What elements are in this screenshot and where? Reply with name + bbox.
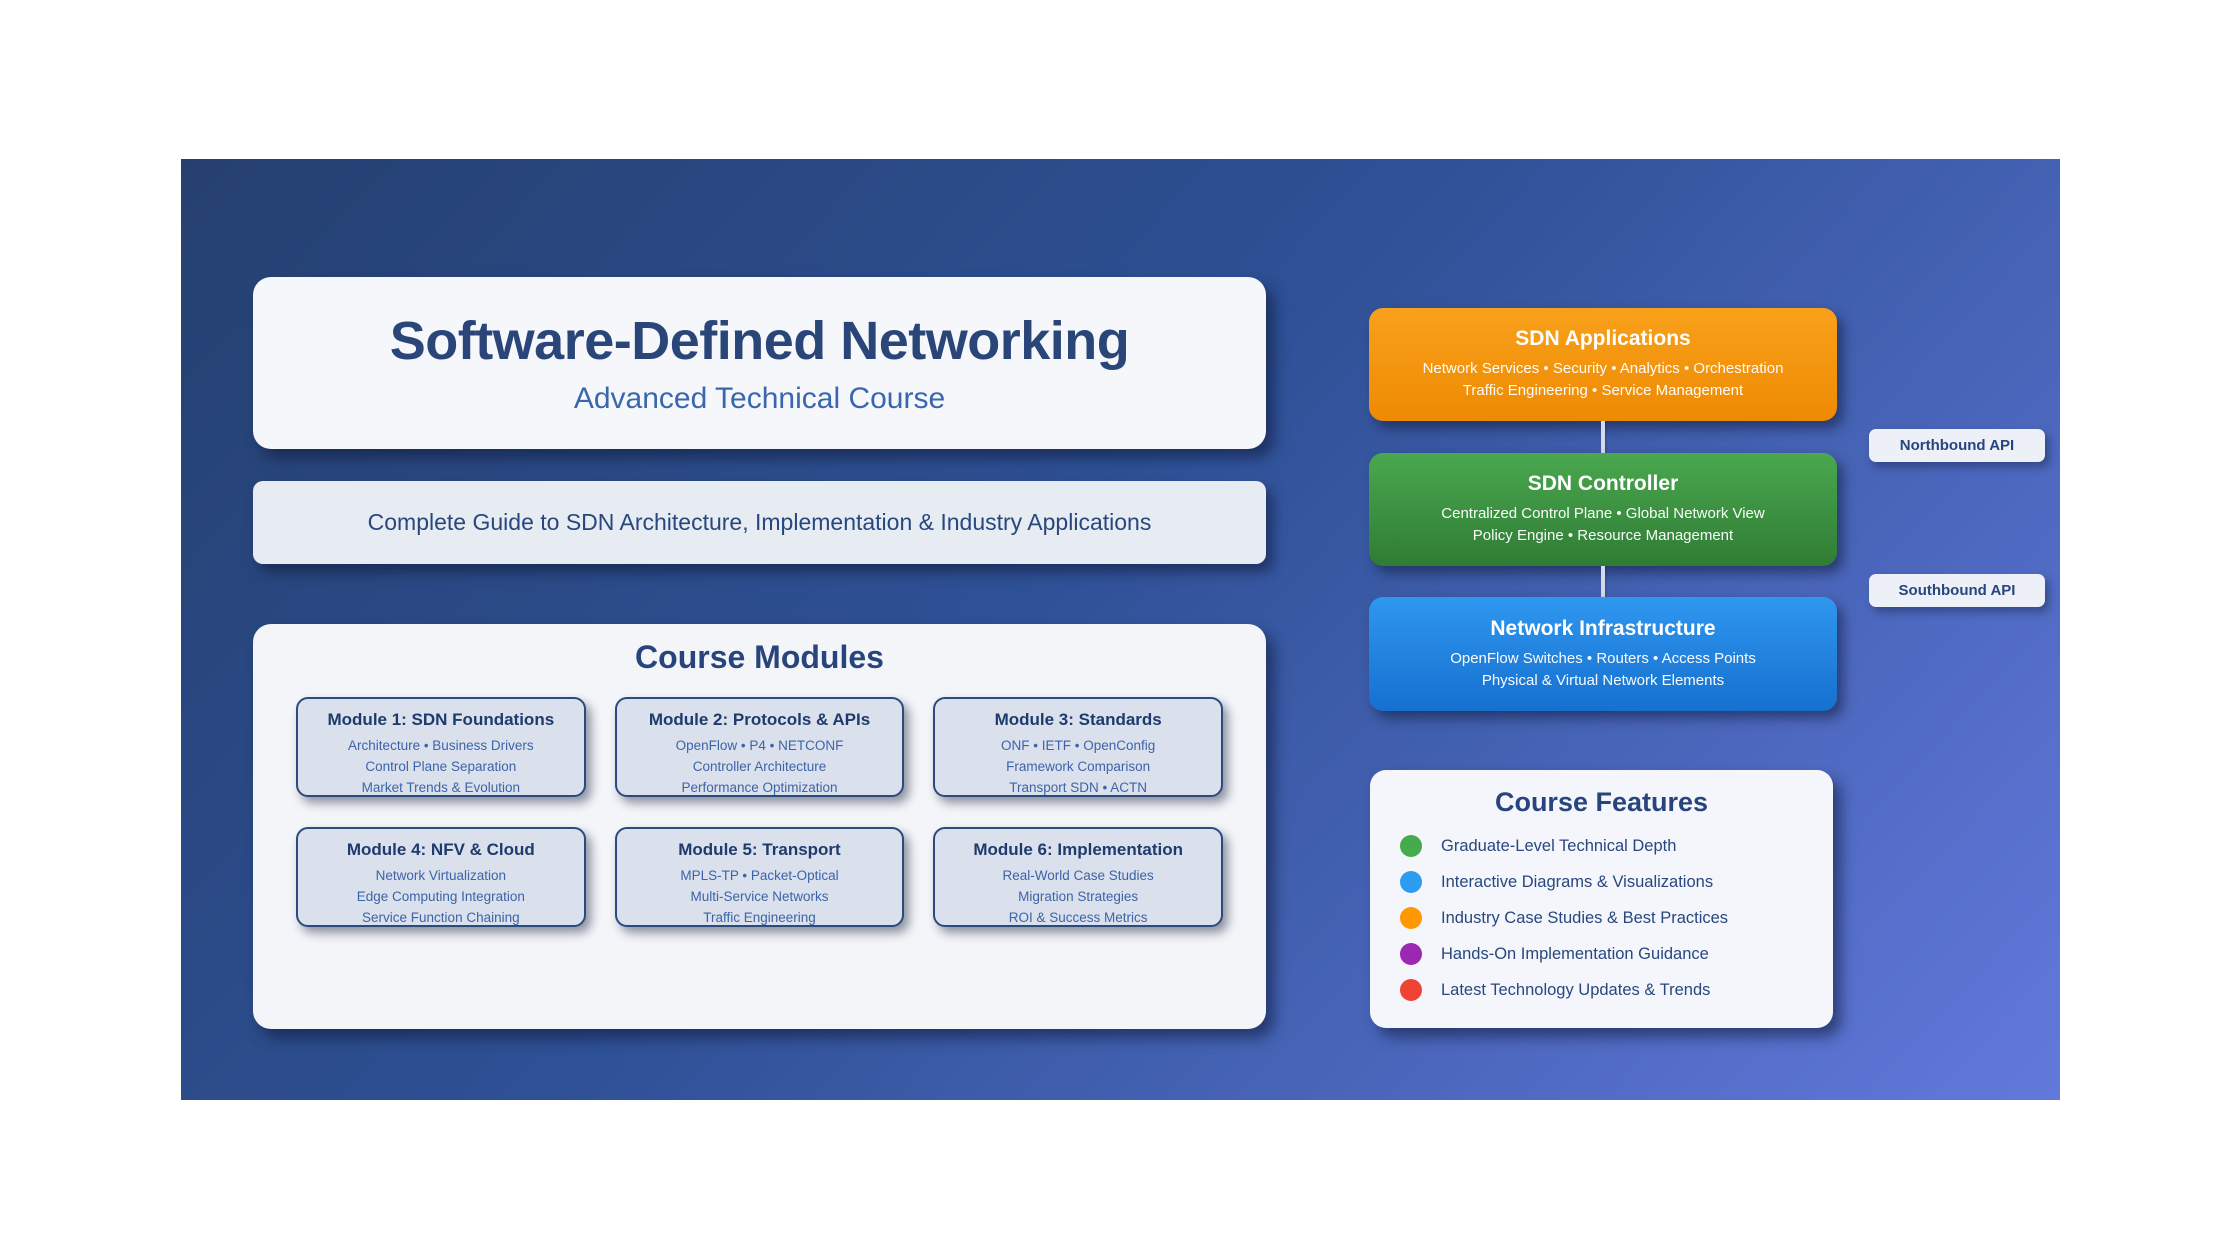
module-box-1: Module 1: SDN Foundations Architecture •… <box>296 697 586 797</box>
slide-background: Software-Defined Networking Advanced Tec… <box>181 159 2060 1100</box>
layer-title: SDN Controller <box>1527 472 1679 495</box>
connector-northbound <box>1601 421 1605 453</box>
layer-line: OpenFlow Switches • Routers • Access Poi… <box>1450 649 1756 667</box>
module-line: Real-World Case Studies <box>1002 868 1154 883</box>
module-line: Market Trends & Evolution <box>361 780 520 795</box>
module-line: Traffic Engineering <box>703 910 816 925</box>
feature-label: Industry Case Studies & Best Practices <box>1441 908 1729 927</box>
tagline-text: Complete Guide to SDN Architecture, Impl… <box>367 509 1152 535</box>
feature-bullet-icon <box>1400 835 1422 857</box>
module-title: Module 3: Standards <box>994 710 1162 729</box>
module-line: Architecture • Business Drivers <box>348 738 534 753</box>
feature-bullet-icon <box>1400 871 1422 893</box>
course-subtitle: Advanced Technical Course <box>573 382 946 415</box>
module-line: Migration Strategies <box>1018 889 1139 904</box>
feature-item: Interactive Diagrams & Visualizations <box>1400 871 1833 893</box>
module-line: Multi-Service Networks <box>690 889 829 904</box>
layer-line: Centralized Control Plane • Global Netwo… <box>1441 505 1765 522</box>
module-box-2: Module 2: Protocols & APIs OpenFlow • P4… <box>614 697 905 797</box>
layer-line: Physical & Virtual Network Elements <box>1481 671 1725 689</box>
module-box-3: Module 3: Standards ONF • IETF • OpenCon… <box>933 697 1223 797</box>
feature-label: Latest Technology Updates & Trends <box>1441 980 1711 999</box>
module-line: Network Virtualization <box>375 868 506 883</box>
layer-line: Traffic Engineering • Service Management <box>1462 382 1744 399</box>
module-line: Performance Optimization <box>681 780 838 795</box>
feature-bullet-icon <box>1400 907 1422 929</box>
feature-bullet-icon <box>1400 943 1422 965</box>
module-title: Module 2: Protocols & APIs <box>648 710 871 729</box>
module-box-4: Module 4: NFV & Cloud Network Virtualiza… <box>296 827 586 927</box>
features-card: Course Features Graduate-Level Technical… <box>1370 770 1833 1028</box>
features-title: Course Features <box>1494 787 1709 817</box>
api-label-northbound: Northbound API <box>1869 429 2045 462</box>
tagline-bar: Complete Guide to SDN Architecture, Impl… <box>253 481 1266 564</box>
module-line: Framework Comparison <box>1006 759 1151 774</box>
feature-item: Latest Technology Updates & Trends <box>1400 979 1833 1001</box>
sdn-layer-infrastructure: Network Infrastructure OpenFlow Switches… <box>1369 597 1837 711</box>
module-line: ROI & Success Metrics <box>1008 910 1148 925</box>
module-line: Control Plane Separation <box>365 759 517 774</box>
feature-label: Interactive Diagrams & Visualizations <box>1441 872 1714 891</box>
module-line: MPLS-TP • Packet-Optical <box>680 868 839 883</box>
layer-line: Network Services • Security • Analytics … <box>1422 360 1784 377</box>
course-title: Software-Defined Networking <box>389 311 1130 371</box>
module-title: Module 5: Transport <box>678 840 841 859</box>
module-line: Edge Computing Integration <box>356 889 525 904</box>
module-line: ONF • IETF • OpenConfig <box>1001 738 1156 753</box>
modules-title: Course Modules <box>635 639 884 675</box>
module-box-5: Module 5: Transport MPLS-TP • Packet-Opt… <box>614 827 905 927</box>
module-title: Module 4: NFV & Cloud <box>346 840 535 859</box>
layer-title: SDN Applications <box>1515 327 1691 350</box>
api-label-southbound: Southbound API <box>1869 574 2045 607</box>
sdn-layer-applications: SDN Applications Network Services • Secu… <box>1369 308 1837 421</box>
title-card: Software-Defined Networking Advanced Tec… <box>253 277 1266 449</box>
connector-southbound <box>1601 566 1605 597</box>
feature-item: Graduate-Level Technical Depth <box>1400 835 1833 857</box>
modules-grid: Module 1: SDN Foundations Architecture •… <box>296 697 1223 927</box>
module-box-6: Module 6: Implementation Real-World Case… <box>933 827 1223 927</box>
layer-title: Network Infrastructure <box>1490 616 1716 640</box>
module-title: Module 1: SDN Foundations <box>327 710 555 729</box>
module-title: Module 6: Implementation <box>973 840 1183 859</box>
layer-line: Policy Engine • Resource Management <box>1472 527 1734 544</box>
feature-item: Hands-On Implementation Guidance <box>1400 943 1833 965</box>
features-list: Graduate-Level Technical Depth Interacti… <box>1370 835 1833 1001</box>
feature-bullet-icon <box>1400 979 1422 1001</box>
module-line: Controller Architecture <box>692 759 827 774</box>
module-line: OpenFlow • P4 • NETCONF <box>675 738 844 753</box>
feature-item: Industry Case Studies & Best Practices <box>1400 907 1833 929</box>
modules-card: Course Modules Module 1: SDN Foundations… <box>253 624 1266 1029</box>
feature-label: Hands-On Implementation Guidance <box>1441 944 1709 963</box>
module-line: Transport SDN • ACTN <box>1009 780 1148 795</box>
feature-label: Graduate-Level Technical Depth <box>1441 836 1677 855</box>
module-line: Service Function Chaining <box>362 910 520 925</box>
sdn-layer-controller: SDN Controller Centralized Control Plane… <box>1369 453 1837 566</box>
